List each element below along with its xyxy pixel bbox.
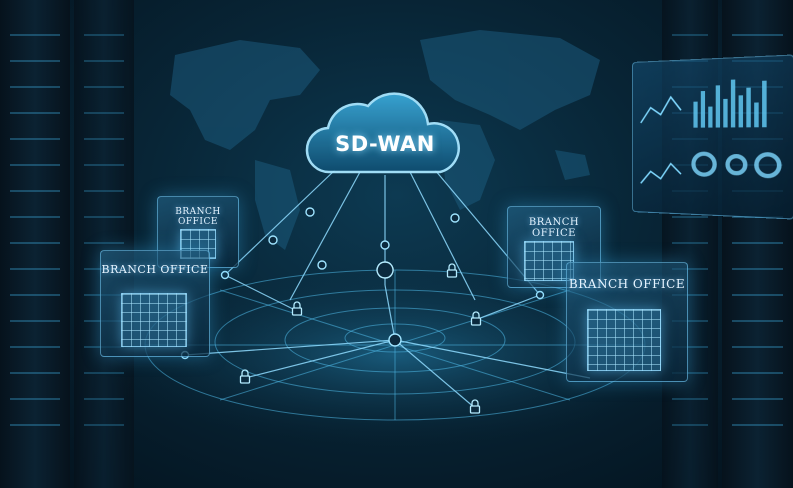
branch-office-panel-front-right: BRANCH OFFICE bbox=[566, 262, 688, 382]
branch-office-panel-front-left: BRANCH OFFICE bbox=[100, 250, 210, 357]
branch-office-label: BRANCH OFFICE bbox=[101, 263, 209, 276]
server-rack-left-outer bbox=[0, 0, 70, 488]
lock-icon bbox=[239, 263, 482, 414]
branch-office-label: BRANCH OFFICE bbox=[175, 207, 221, 227]
building-icon bbox=[121, 293, 187, 347]
building-icon bbox=[524, 241, 574, 281]
branch-office-label: BRANCH OFFICE bbox=[528, 217, 580, 239]
branch-office-panel-back-right: BRANCH OFFICE bbox=[507, 206, 601, 288]
building-icon bbox=[587, 309, 661, 371]
analytics-dashboard bbox=[632, 54, 793, 220]
cloud-icon bbox=[305, 92, 460, 174]
branch-office-label: BRANCH OFFICE bbox=[568, 277, 686, 291]
cloud-label: SD-WAN bbox=[335, 132, 435, 156]
pin-icon bbox=[376, 261, 394, 279]
